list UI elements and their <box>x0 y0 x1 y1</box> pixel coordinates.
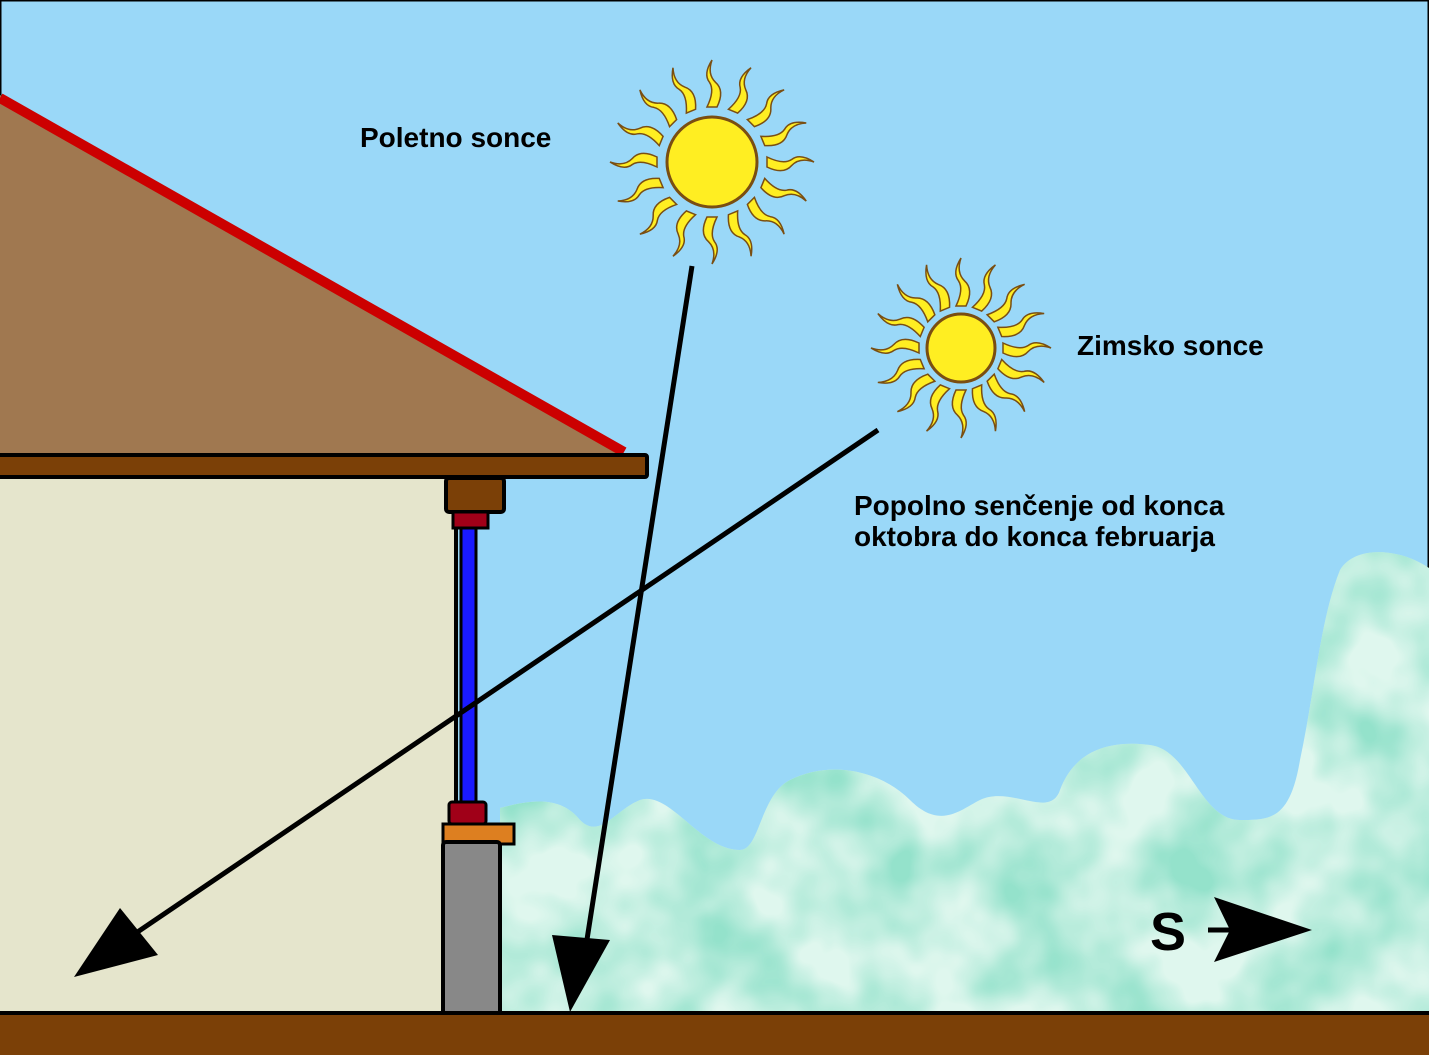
sun-ray <box>617 122 664 147</box>
summer-sun-ray-arrow <box>578 265 695 979</box>
sun-ray <box>672 210 697 257</box>
sun-ray <box>745 89 785 128</box>
sun-ray <box>951 389 968 439</box>
sun-ray <box>997 358 1045 384</box>
winter-sun-rays <box>870 257 1052 439</box>
sun-ray <box>702 216 719 265</box>
south-arrow-icon <box>1208 897 1312 962</box>
summer-sun-label: Poletno sonce <box>360 122 551 153</box>
sun-ray <box>870 338 920 355</box>
sun-ray <box>925 264 951 313</box>
south-label: S <box>1150 902 1186 962</box>
sun-ray <box>971 264 997 312</box>
sun-ray <box>727 67 752 114</box>
roof-edge <box>0 93 627 457</box>
sun-ray <box>705 59 722 108</box>
sun-ray <box>877 358 926 384</box>
roof-overhang <box>0 453 649 479</box>
sun-ray <box>617 177 665 203</box>
sun-ray <box>971 383 997 432</box>
sun-ray <box>639 89 678 129</box>
ground <box>0 1011 1429 1055</box>
summer-sun-icon <box>609 59 815 265</box>
sun-ray <box>954 257 971 307</box>
summer-ray-arrowhead <box>552 935 610 1012</box>
sun-ray <box>759 121 807 147</box>
sun-ray <box>985 283 1025 323</box>
sun-ray <box>671 67 697 115</box>
sun-ray <box>609 152 658 169</box>
sun-ray <box>727 209 753 257</box>
winter-sun-icon <box>870 257 1052 439</box>
sun-ray <box>760 177 807 202</box>
winter-sun-label: Zimsko sonce <box>1077 330 1264 361</box>
sun-ray <box>746 195 785 235</box>
winter-ray-arrowhead <box>74 908 158 977</box>
shading-label-line2: oktobra do konca februarja <box>854 521 1215 552</box>
sun-ray <box>896 284 936 324</box>
pergola-post <box>441 476 516 1018</box>
sun-ray <box>1002 341 1052 358</box>
summer-sun-rays <box>609 59 815 265</box>
sun-ray <box>639 196 679 235</box>
sun-ray <box>996 312 1045 338</box>
sun-ray <box>897 373 937 413</box>
winter-sun-ray-arrow <box>106 427 880 955</box>
sun-ray <box>877 312 925 338</box>
sun-ray <box>766 155 815 172</box>
house-wall <box>0 472 458 1018</box>
shading-label-line1: Popolno senčenje od konca <box>854 490 1225 521</box>
sun-ray <box>986 372 1026 412</box>
sun-ray <box>925 384 951 432</box>
